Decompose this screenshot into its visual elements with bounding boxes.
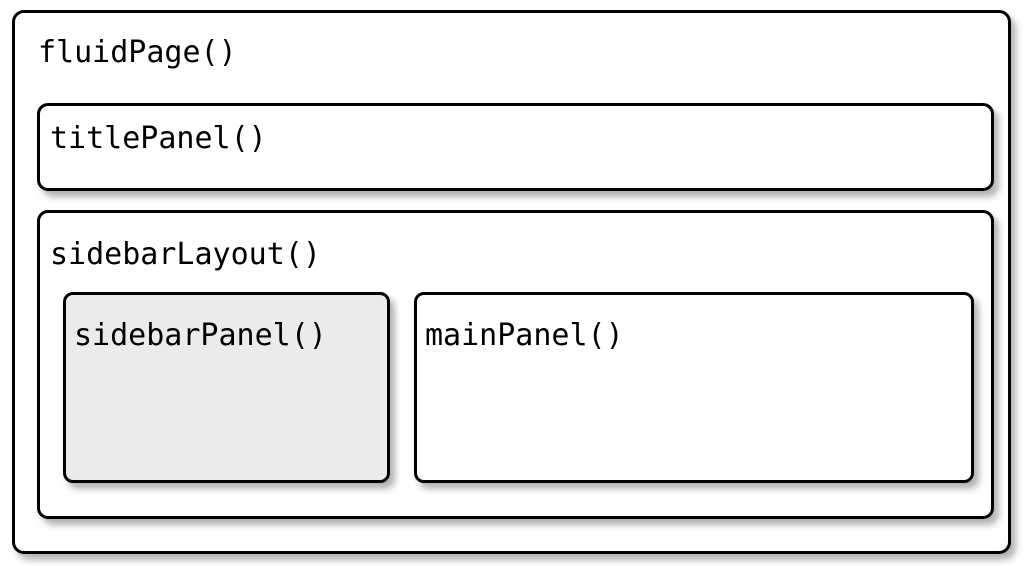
main-panel-label: mainPanel() xyxy=(425,318,624,353)
sidebar-panel-label: sidebarPanel() xyxy=(74,318,327,353)
fluid-page-label: fluidPage() xyxy=(38,35,237,70)
title-panel-container xyxy=(37,103,994,191)
title-panel-label: titlePanel() xyxy=(50,121,267,156)
sidebar-layout-label: sidebarLayout() xyxy=(50,237,321,272)
sidebar-panel-container xyxy=(63,292,390,483)
main-panel-container xyxy=(414,292,974,483)
